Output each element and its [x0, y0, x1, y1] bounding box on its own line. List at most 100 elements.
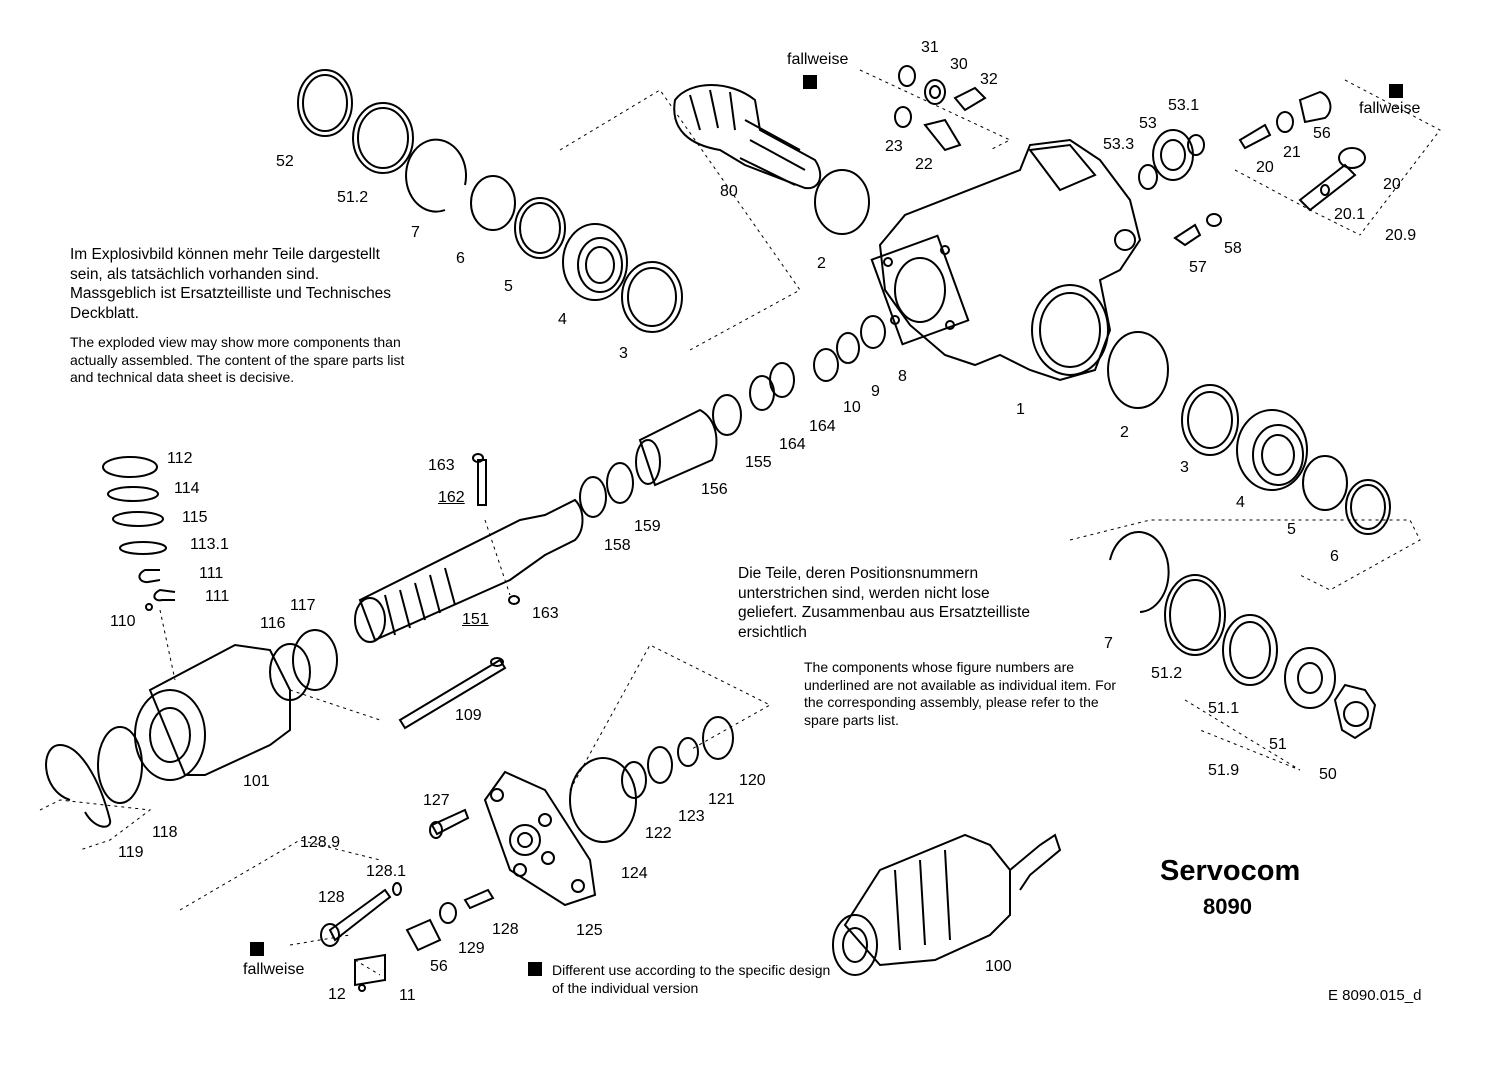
part-label: 129	[458, 940, 485, 957]
legend-square-icon	[528, 962, 542, 976]
fallweise-label: fallweise	[243, 961, 305, 978]
part-label: 11	[399, 987, 416, 1004]
part-label: 127	[423, 792, 450, 809]
part-label: 128.9	[300, 834, 341, 851]
note-english-mid: The components whose figure numbers are …	[804, 659, 1117, 728]
part-label: 115	[182, 509, 208, 526]
part-label: 3	[1180, 459, 1189, 476]
rings-lower-right	[1109, 531, 1377, 740]
group-frames	[39, 69, 1441, 976]
legend-square-icon	[250, 942, 264, 956]
part-label: 21	[1283, 144, 1301, 161]
part-label: 119	[118, 844, 144, 861]
part-label: 112	[167, 450, 193, 467]
part-label: 3	[619, 345, 628, 362]
part-label: 118	[152, 824, 178, 841]
part-label: 32	[980, 71, 998, 88]
part-label: 53.1	[1168, 97, 1200, 114]
part-label: 2	[817, 255, 826, 272]
part-label: 163	[428, 457, 455, 474]
part-label: 5	[504, 278, 513, 295]
part-label: 116	[260, 615, 286, 632]
rings-upper-left	[297, 69, 683, 333]
part-label: 10	[843, 399, 861, 416]
part-label: 51.1	[1208, 700, 1240, 717]
rings-right-middle	[1107, 331, 1391, 535]
note-german-top: Im Explosivbild können mehr Teile darges…	[70, 246, 392, 322]
product-title: Servocom	[1160, 855, 1301, 887]
part-label: 8	[898, 368, 907, 385]
rings-center	[635, 315, 886, 487]
part-label: 20.1	[1334, 206, 1366, 223]
part-label: 159	[634, 518, 661, 535]
part-label: 125	[576, 922, 603, 939]
part-label: 121	[708, 791, 735, 808]
part-label: 12	[328, 986, 346, 1003]
part-label: 23	[885, 138, 903, 155]
part-label: 20	[1383, 176, 1401, 193]
part-label: 4	[558, 311, 567, 328]
part-label: 156	[701, 481, 728, 498]
part-label: 51.9	[1208, 762, 1240, 779]
part-label: 100	[985, 958, 1012, 975]
part-label: 109	[455, 707, 482, 724]
part-label: 22	[915, 156, 933, 173]
part-label: 113.1	[190, 536, 229, 553]
part-label: 1	[1016, 401, 1025, 418]
part-label: 80	[720, 183, 738, 200]
assembly-100	[832, 833, 1062, 976]
part-label: 155	[745, 454, 772, 471]
parts-upper-right	[1138, 90, 1366, 247]
part-label: 51.2	[337, 189, 369, 206]
part-label-underlined: 162	[438, 489, 465, 506]
part-label: 50	[1319, 766, 1337, 783]
legend-square-icon	[803, 75, 817, 89]
part-label: 56	[430, 958, 448, 975]
part-label: 7	[1104, 635, 1113, 652]
document-number: E 8090.015_d	[1328, 987, 1422, 1004]
part-label: 9	[871, 383, 880, 400]
product-model: 8090	[1203, 894, 1252, 919]
part-label: 111	[205, 588, 230, 605]
part-label: 123	[678, 808, 705, 825]
part-label: 52	[276, 153, 294, 170]
legend-note: Different use according to the specific …	[552, 962, 831, 996]
part-label: 101	[243, 773, 270, 790]
part-label: 110	[110, 613, 136, 630]
part-label: 30	[950, 56, 968, 73]
piston-151	[354, 453, 634, 643]
part-label: 164	[809, 418, 836, 435]
legend-square-icon	[1389, 84, 1403, 98]
part-label: 53	[1139, 115, 1157, 132]
part-label: 4	[1236, 494, 1245, 511]
shaft-80	[673, 84, 870, 235]
part-label: 57	[1189, 259, 1207, 276]
part-label: 31	[921, 39, 939, 56]
part-label: 122	[645, 825, 672, 842]
part-label: 58	[1224, 240, 1242, 257]
part-label-underlined: 151	[462, 611, 489, 628]
cover-125-parts	[320, 716, 734, 992]
note-german-mid: Die Teile, deren Positionsnummern unters…	[738, 565, 1031, 641]
part-label: 20	[1256, 159, 1274, 176]
part-label: 120	[739, 772, 766, 789]
part-label: 6	[456, 250, 465, 267]
part-label: 51	[1269, 736, 1287, 753]
part-label: 6	[1330, 548, 1339, 565]
note-english-top: The exploded view may show more componen…	[70, 334, 405, 385]
housing-1	[870, 138, 1142, 382]
part-label: 128	[492, 921, 519, 938]
part-label: 2	[1120, 424, 1129, 441]
part-label: 53.3	[1103, 136, 1135, 153]
part-label: 114	[174, 480, 200, 497]
part-label: 163	[532, 605, 559, 622]
part-label: 51.2	[1151, 665, 1183, 682]
part-label: 111	[199, 565, 224, 582]
part-label: 20.9	[1385, 227, 1417, 244]
part-label: 7	[411, 224, 420, 241]
part-label: 128	[318, 889, 345, 906]
part-label: 117	[290, 597, 316, 614]
part-label: 5	[1287, 521, 1296, 538]
part-label: 56	[1313, 125, 1331, 142]
